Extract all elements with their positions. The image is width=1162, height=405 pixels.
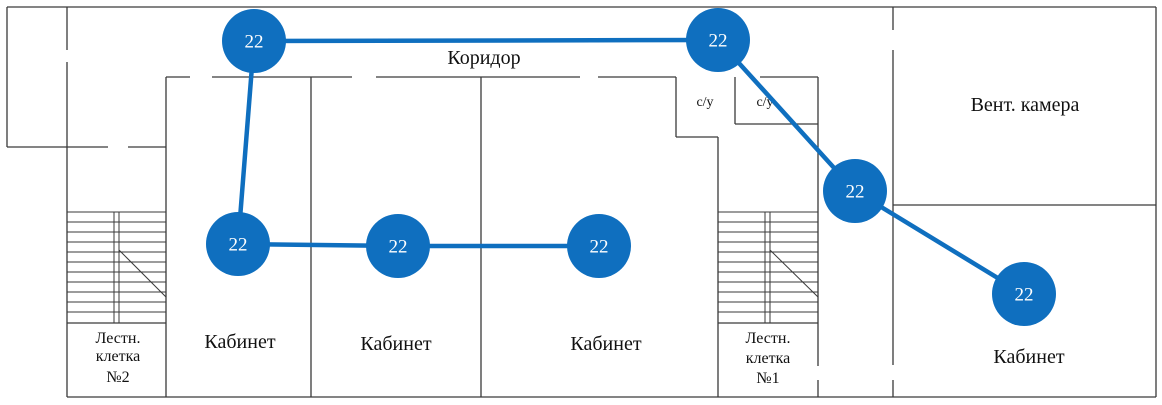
link-n1-n3 — [235, 38, 257, 247]
stair-2-label-line-1: Лестн. — [96, 330, 141, 347]
node-n5-label: 22 — [590, 237, 609, 258]
vent-chamber-label: Вент. камера — [971, 94, 1080, 116]
node-n3-circle — [206, 212, 270, 276]
office-label-1: Кабинет — [204, 331, 275, 353]
node-n7-label: 22 — [1015, 285, 1034, 306]
office-label-4: Кабинет — [993, 346, 1064, 368]
link-n2-n6 — [715, 37, 858, 194]
node-n2-label: 22 — [709, 31, 728, 52]
node-n4[interactable]: 22 — [366, 214, 430, 278]
node-n7-circle — [992, 262, 1056, 326]
node-n5-circle — [567, 214, 631, 278]
office-label-2: Кабинет — [360, 333, 431, 355]
node-n3-label: 22 — [229, 235, 248, 256]
walls — [6, 6, 1157, 398]
network-nodes: 22 22 22 22 22 22 22 — [206, 8, 1056, 326]
node-n2-circle — [686, 8, 750, 72]
door-gaps — [108, 30, 896, 380]
stair-2-label-line-3: №2 — [106, 369, 129, 386]
stair-2-label-line-2: клетка — [96, 348, 140, 365]
room-labels: Коридор Вент. камера Кабинет Кабинет Каб… — [96, 47, 1080, 387]
stair-1-label-line-2: клетка — [746, 350, 790, 367]
node-n7[interactable]: 22 — [992, 262, 1056, 326]
node-n3[interactable]: 22 — [206, 212, 270, 276]
node-n6[interactable]: 22 — [823, 159, 887, 223]
node-n5[interactable]: 22 — [567, 214, 631, 278]
wc-label-left: с/у — [696, 95, 713, 110]
node-n4-circle — [366, 214, 430, 278]
stair-2 — [67, 211, 167, 323]
stair-1-label-line-3: №1 — [756, 370, 779, 387]
stair-1 — [718, 211, 819, 323]
node-n6-label: 22 — [846, 182, 865, 203]
link-n1-n2 — [251, 37, 721, 44]
corridor-label: Коридор — [447, 47, 520, 69]
stair-1-label-line-1: Лестн. — [746, 330, 791, 347]
node-n4-label: 22 — [389, 237, 408, 258]
node-n2[interactable]: 22 — [686, 8, 750, 72]
office-label-3: Кабинет — [570, 333, 641, 355]
node-n1-circle — [222, 9, 286, 73]
node-n1[interactable]: 22 — [222, 9, 286, 73]
node-n1-label: 22 — [245, 32, 264, 53]
link-n6-n7 — [852, 188, 1027, 297]
node-n6-circle — [823, 159, 887, 223]
